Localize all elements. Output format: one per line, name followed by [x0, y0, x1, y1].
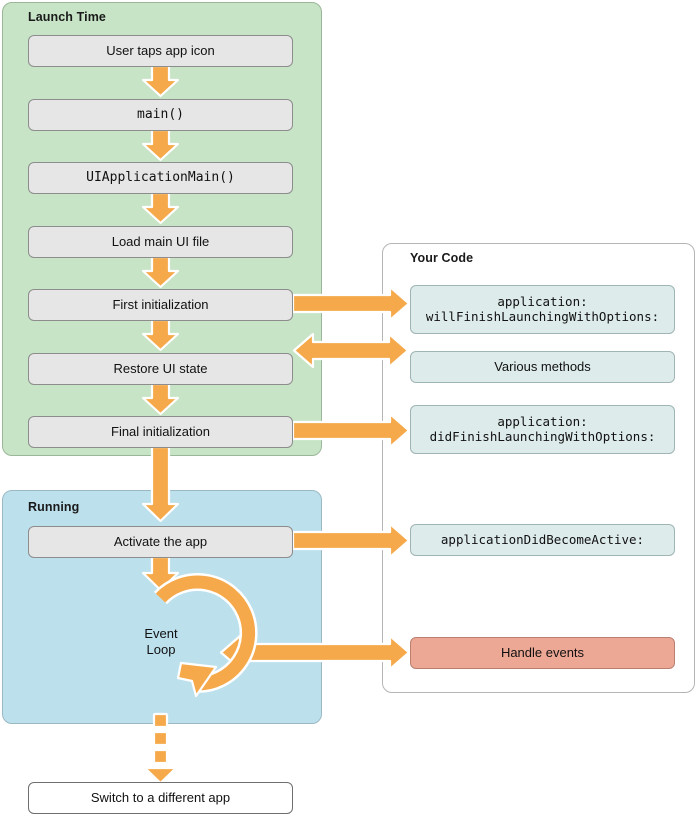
event-loop-line1: Event	[144, 626, 178, 641]
event-loop-label: Event Loop	[118, 626, 204, 659]
code-application-did-become-active[interactable]: applicationDidBecomeActive:	[410, 524, 675, 556]
step-first-initialization[interactable]: First initialization	[28, 289, 293, 321]
region-title-your-code: Your Code	[410, 251, 474, 265]
arrow-dashed-exit	[143, 712, 178, 785]
step-uiapplicationmain[interactable]: UIApplicationMain()	[28, 162, 293, 194]
event-loop-line2: Loop	[146, 642, 176, 658]
region-title-launch-time: Launch Time	[28, 10, 106, 24]
code-will-finish-launching[interactable]: application: willFinishLaunchingWithOpti…	[410, 285, 675, 334]
step-user-taps-app-icon[interactable]: User taps app icon	[28, 35, 293, 67]
code-handle-events[interactable]: Handle events	[410, 637, 675, 669]
step-main[interactable]: main()	[28, 99, 293, 131]
step-restore-ui-state[interactable]: Restore UI state	[28, 353, 293, 385]
region-title-running: Running	[28, 500, 80, 514]
step-load-main-ui-file[interactable]: Load main UI file	[28, 226, 293, 258]
code-did-finish-launching[interactable]: application: didFinishLaunchingWithOptio…	[410, 405, 675, 454]
code-various-methods[interactable]: Various methods	[410, 351, 675, 383]
step-final-initialization[interactable]: Final initialization	[28, 416, 293, 448]
step-activate-the-app[interactable]: Activate the app	[28, 526, 293, 558]
step-switch-to-a-different-app[interactable]: Switch to a different app	[28, 782, 293, 814]
